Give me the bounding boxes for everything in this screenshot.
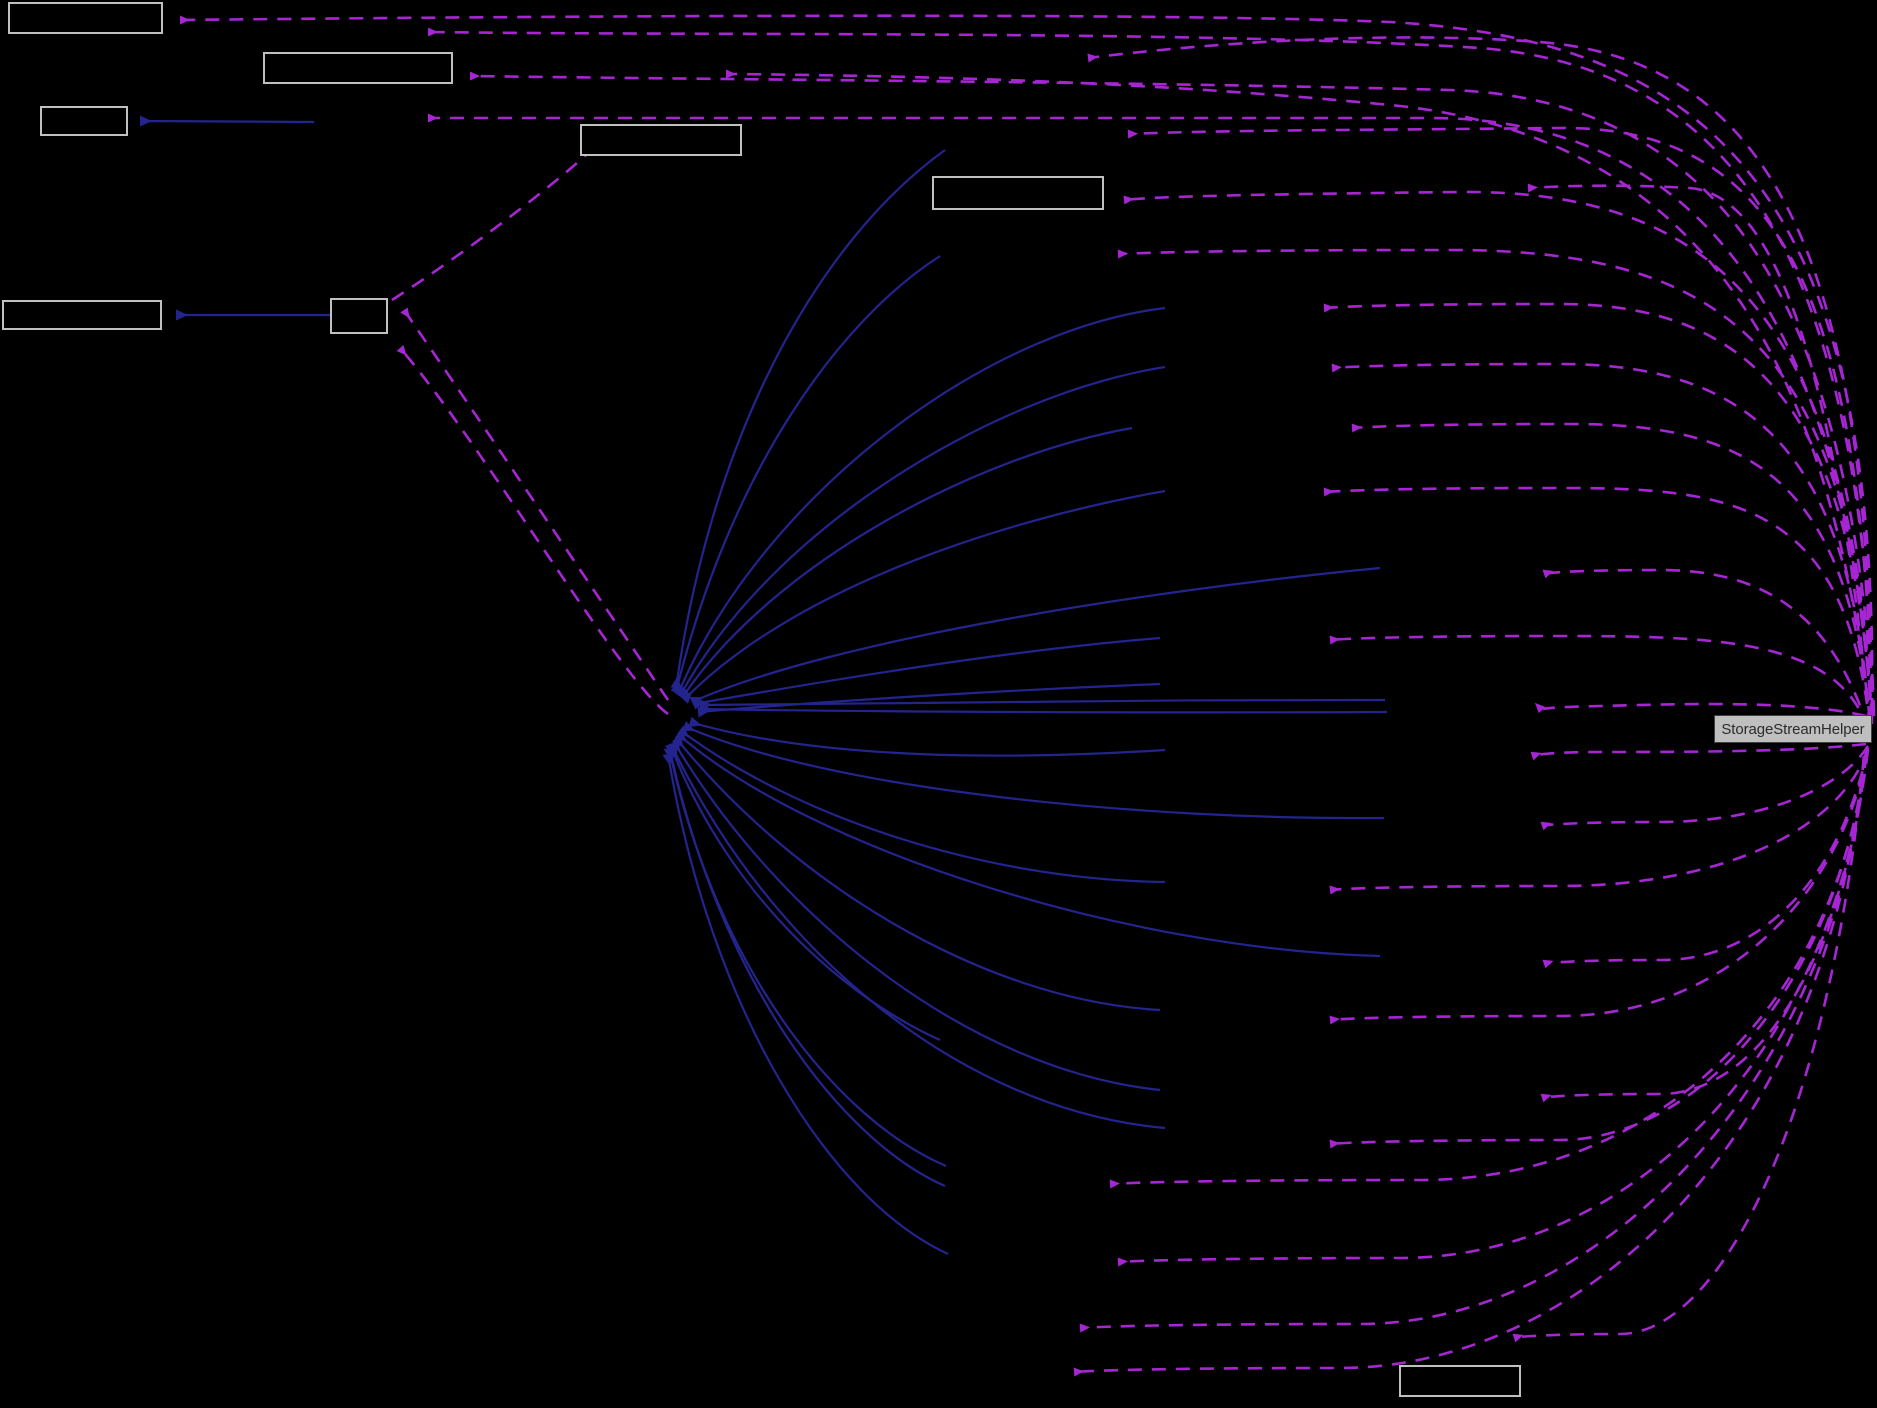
dashed-edge [1109, 751, 1868, 1189]
dashed-edge [1530, 742, 1867, 761]
graph-node-5[interactable] [932, 176, 1104, 210]
dashed-edge [725, 69, 1872, 721]
solid-edge [663, 746, 947, 1168]
dashed-edge [1123, 190, 1874, 721]
graph-node-1[interactable] [8, 2, 163, 34]
solid-edge [672, 306, 1166, 697]
dashed-edge [1073, 755, 1866, 1377]
solid-edge [699, 698, 1386, 711]
solid-link-group [139, 115, 330, 321]
solid-edge [664, 742, 941, 1042]
dashed-edge [469, 71, 1876, 717]
graph-node-7[interactable] [330, 298, 388, 334]
solid-edge [681, 720, 1385, 820]
dashed-edge [1351, 422, 1872, 727]
dashed-edge [1527, 183, 1872, 723]
dashed-edge [1329, 634, 1870, 731]
solid-edge [675, 365, 1166, 699]
solid-edge [680, 489, 1166, 704]
solid-edge [699, 703, 1388, 715]
solid-edge [670, 255, 941, 694]
dashed-edge [400, 307, 670, 701]
focus-node-label: StorageStreamHelper [1721, 720, 1865, 738]
dashed-edge [1542, 747, 1870, 969]
dashed-edge [1542, 568, 1870, 729]
dashed-edge [391, 142, 600, 302]
dashed-edge [1087, 36, 1874, 715]
solid-link [139, 115, 315, 127]
graph-node-3[interactable] [40, 106, 128, 136]
dashed-edge [1329, 747, 1870, 895]
solid-edge [688, 716, 1166, 757]
solid-edge [674, 729, 1381, 958]
solid-edge [677, 426, 1133, 702]
dashed-edge [1512, 755, 1866, 1343]
dashed-edge [1540, 749, 1870, 1103]
solid-edge [669, 739, 1161, 1092]
dashed-edge [179, 14, 1874, 713]
dashed-edge [1079, 753, 1868, 1333]
dashed-edge [1323, 302, 1874, 725]
dashed-edge [1329, 749, 1870, 1025]
graph-node-4[interactable] [580, 124, 742, 156]
graph-node-8[interactable] [1399, 1365, 1521, 1397]
solid-edge [676, 725, 1166, 884]
dashed-edge [1540, 745, 1870, 831]
dashed-edge [427, 27, 1876, 715]
solid-edge [670, 149, 946, 689]
dashed-edge [1127, 126, 1874, 717]
dashed-edge [1331, 362, 1872, 727]
dashed-edge [1329, 751, 1868, 1149]
dashed-edge [1534, 702, 1867, 718]
dashed-edge [396, 345, 669, 716]
solid-edge [671, 734, 1161, 1012]
dashed-edge [1323, 486, 1872, 729]
dashed-edge [1117, 753, 1868, 1267]
dashed-edge-group [179, 14, 1876, 1377]
graph-node-2[interactable] [263, 52, 453, 84]
solid-edge [693, 636, 1161, 710]
focus-node-storagestreamhelper[interactable]: StorageStreamHelper [1714, 715, 1872, 743]
solid-edge [689, 566, 1381, 708]
dashed-edge [428, 113, 1874, 719]
dashed-edge [1117, 248, 1874, 723]
graph-node-6[interactable] [2, 300, 162, 330]
solid-edge [697, 682, 1161, 718]
solid-edge-group [662, 149, 1388, 1255]
solid-edge [662, 753, 949, 1255]
